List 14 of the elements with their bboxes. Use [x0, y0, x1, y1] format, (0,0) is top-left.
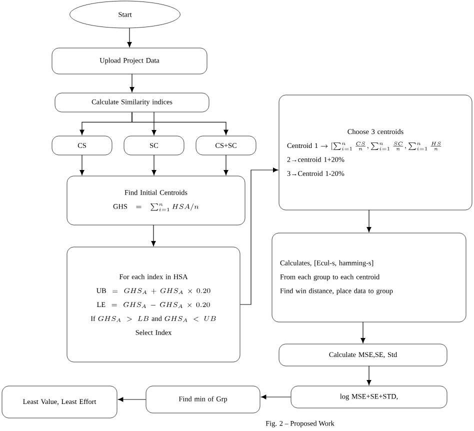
- arrow: [360, 322, 366, 344]
- arrow: [366, 366, 372, 386]
- arrow: [132, 112, 228, 135]
- arrow: [127, 28, 132, 48]
- arrow: [261, 394, 292, 400]
- arrow: [224, 154, 228, 176]
- arrow: [240, 168, 278, 305]
- arrow: [152, 112, 156, 136]
- arrow: [130, 74, 134, 92]
- arrow: [118, 397, 146, 402]
- arrow: [366, 210, 372, 232]
- arrow: [151, 224, 156, 246]
- arrow: [152, 154, 156, 176]
- arrow: [80, 154, 84, 176]
